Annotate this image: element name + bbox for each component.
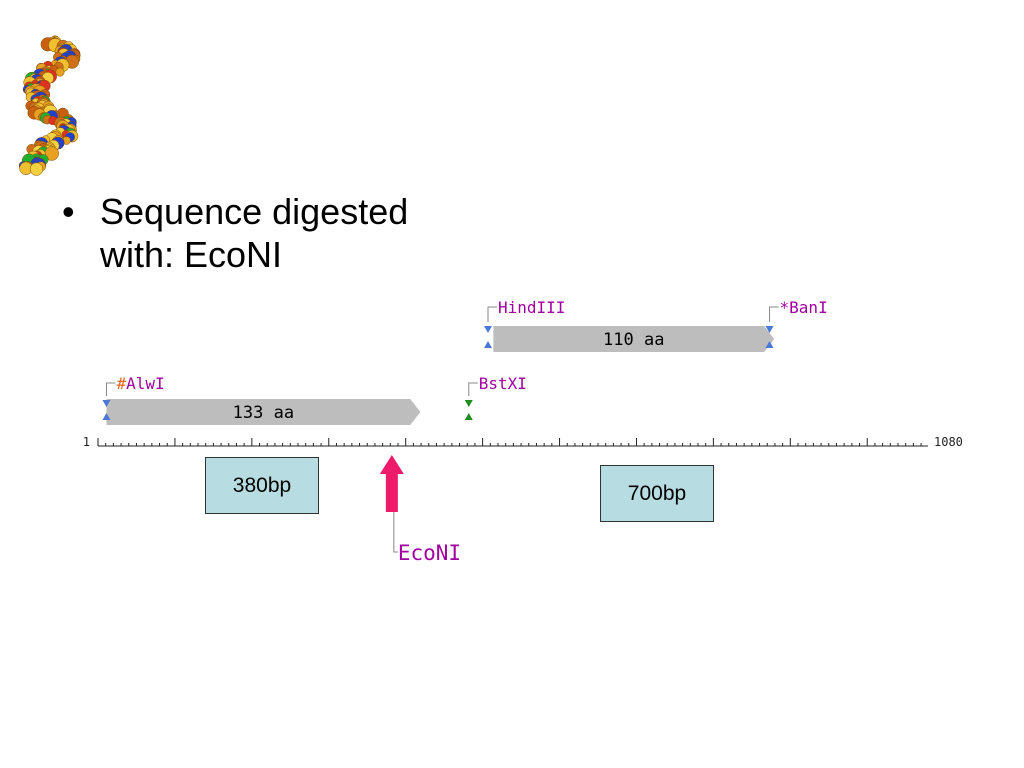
site-leader-line bbox=[468, 382, 478, 396]
site-leader-line bbox=[487, 306, 497, 322]
site-label: #AlwI bbox=[116, 374, 164, 393]
dna-molecule-logo bbox=[18, 35, 81, 176]
bullet-symbol: • bbox=[62, 191, 75, 232]
econi-cut-arrow-icon bbox=[379, 455, 404, 512]
site-label: BstXI bbox=[479, 374, 527, 393]
site-marker-up-icon bbox=[102, 413, 111, 420]
fragment-700bp-box: 700bp bbox=[600, 465, 714, 522]
restriction-sites: #AlwI BstXI HindIII *BanI bbox=[102, 298, 828, 420]
site-marker-up-icon bbox=[765, 341, 774, 348]
orf-arrow bbox=[106, 399, 421, 425]
ruler-start-label: 1 bbox=[83, 435, 90, 449]
orf-length-label: 133 aa bbox=[233, 403, 294, 423]
ruler-end-label: 1080 bbox=[934, 435, 963, 449]
site-leader-line bbox=[769, 306, 779, 322]
site-marker-up-icon bbox=[464, 413, 473, 420]
site-leader-line bbox=[105, 382, 116, 396]
orf-arrows: 133 aa 110 aa bbox=[106, 326, 775, 425]
orf-arrow bbox=[493, 326, 775, 352]
site-label: HindIII bbox=[498, 298, 565, 317]
dna-atom bbox=[55, 67, 65, 77]
site-marker-up-icon bbox=[484, 341, 492, 348]
bullet-text: Sequence digested with: EcoNI bbox=[100, 190, 520, 276]
dna-atom bbox=[29, 162, 44, 176]
bullet-line-1: Sequence digested bbox=[100, 191, 409, 232]
bullet-line-2: with: EcoNI bbox=[100, 234, 283, 275]
econi-label: EcoNI bbox=[398, 541, 461, 565]
sequence-ruler: 1 1080 bbox=[83, 435, 963, 449]
fragment-380bp-box: 380bp bbox=[205, 457, 319, 514]
orf-length-label: 110 aa bbox=[603, 330, 664, 350]
site-marker-down-icon bbox=[484, 326, 492, 333]
site-marker-down-icon bbox=[102, 400, 111, 407]
site-marker-down-icon bbox=[464, 400, 473, 407]
econi-cut-site: EcoNI bbox=[379, 455, 461, 565]
site-label: *BanI bbox=[780, 298, 828, 317]
site-marker-down-icon bbox=[765, 326, 774, 333]
econi-leader-line bbox=[393, 512, 398, 553]
